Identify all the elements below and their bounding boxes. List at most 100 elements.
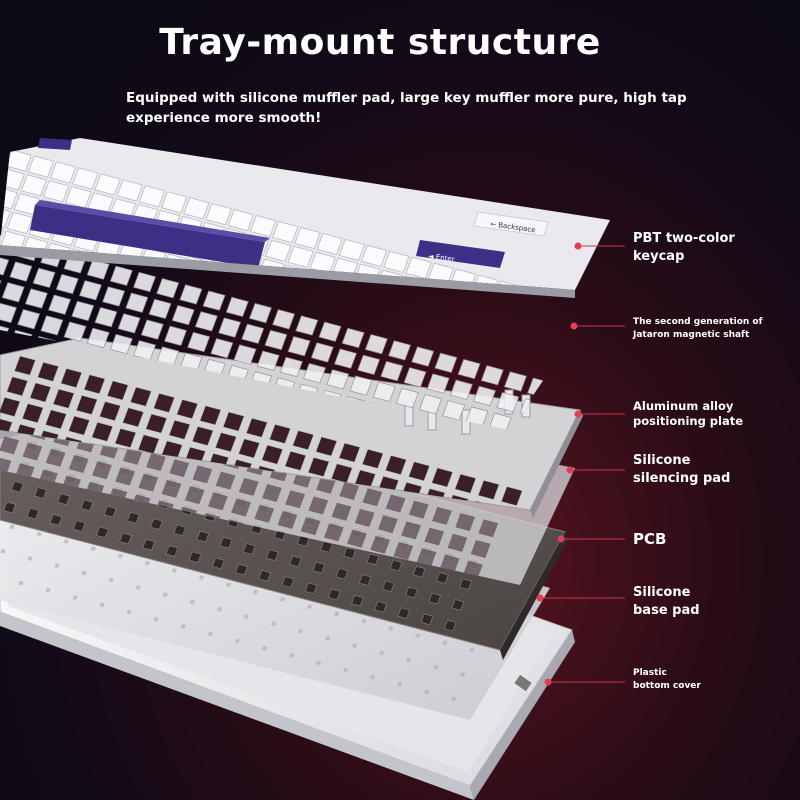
keycap <box>385 314 410 335</box>
base-pad-dot <box>297 628 304 634</box>
enter-keycap <box>416 240 505 268</box>
silencing-pad-hole <box>385 494 406 513</box>
switch-housing <box>295 315 319 336</box>
base-pad-dot <box>189 599 195 605</box>
spacebar-keycap <box>30 205 265 268</box>
base-pad-dot <box>262 726 267 731</box>
base-pad-dot <box>126 690 132 695</box>
pcb-switch-pad <box>165 545 179 557</box>
pcb-switch-pad <box>258 570 272 582</box>
switch-housing <box>434 352 458 373</box>
switch-housing <box>372 381 396 402</box>
layer-label-silencing-pad: Silicone silencing pad <box>633 453 731 486</box>
pcb-switch-pad <box>335 568 349 580</box>
silencing-pad-hole <box>285 490 305 509</box>
base-pad-dot <box>451 696 457 702</box>
plate-cutout <box>21 403 44 424</box>
layer-label-pcb: PCB <box>633 530 667 548</box>
pcb-switch-pad <box>173 524 186 537</box>
pcb-switch-pad <box>26 507 40 520</box>
plate-cutout <box>315 436 338 457</box>
plate-cutout <box>0 396 21 417</box>
switch-housing <box>117 313 141 334</box>
silencing-pad-hole <box>208 492 228 511</box>
keycap <box>532 312 557 333</box>
keycap <box>316 232 343 256</box>
keycap <box>361 244 388 267</box>
pcb-switch-pad <box>142 538 156 551</box>
base-pad-dot <box>36 531 42 537</box>
silencing-pad-hole <box>362 488 383 507</box>
base-pad-dot <box>442 640 448 646</box>
pcb-switch-pad <box>235 563 248 576</box>
switch-housing <box>241 323 265 344</box>
keycap <box>474 337 499 358</box>
silencing-pad-hole <box>254 504 275 523</box>
base-pad-dot <box>198 575 205 580</box>
pcb-switch-pad <box>72 520 86 532</box>
switch-housing <box>419 394 442 415</box>
keycap <box>265 239 292 262</box>
switch-housing <box>9 261 33 282</box>
switch-housing <box>225 296 249 318</box>
keycap <box>383 250 410 273</box>
pcb-switch-pad <box>327 588 341 601</box>
plate-cutout <box>454 473 477 494</box>
silencing-pad-hole <box>161 479 182 498</box>
keycap <box>318 296 343 317</box>
switch-housing <box>310 342 334 363</box>
pcb-switch-pad <box>289 555 302 568</box>
plate-cutout <box>284 450 307 471</box>
plate-cutout <box>106 380 129 401</box>
keycap <box>548 337 573 358</box>
switch-housing <box>86 327 110 348</box>
base-pad-dot <box>135 585 141 590</box>
keycap <box>72 167 99 190</box>
base-pad-dot <box>180 704 186 710</box>
switch-housing <box>17 309 41 330</box>
switch-housing <box>55 273 79 295</box>
plate-cutout <box>91 421 114 442</box>
base-pad-dot <box>18 580 24 586</box>
silencing-pad-hole <box>455 513 475 532</box>
switch-housing <box>303 362 327 384</box>
switch-housing <box>109 333 133 355</box>
base-pad-dot <box>126 609 132 615</box>
pcb-switch-pad <box>119 532 132 545</box>
switch-housing <box>0 323 10 344</box>
silencing-pad-hole <box>393 542 414 561</box>
base-pad-dot <box>334 611 340 617</box>
silencing-pad-hole <box>22 442 43 461</box>
pcb-switch-pad <box>196 530 210 543</box>
keycap <box>503 325 528 346</box>
plate-cutout <box>222 411 245 432</box>
enter-legend: ◄ Enter <box>428 252 455 264</box>
switch-housing <box>32 267 56 288</box>
base-pad-dot <box>99 602 105 608</box>
silencing-pad-hole <box>439 554 460 573</box>
plate-cutout <box>153 392 175 413</box>
base-pad-dot <box>352 643 358 648</box>
switch-housing <box>9 329 33 351</box>
base-pad-dot <box>288 653 295 658</box>
base-pad-dot <box>153 697 159 703</box>
switch-housing <box>527 377 551 398</box>
keycap <box>562 299 587 320</box>
page-subtitle: Equipped with silicone muffler pad, larg… <box>126 90 687 126</box>
keycap <box>429 326 454 347</box>
pcb-switch-pad <box>126 512 140 524</box>
plate-cutout <box>6 376 29 397</box>
silencing-pad-hole <box>277 510 298 529</box>
pcb-switch-pad <box>412 565 426 578</box>
pcb-switch-pad <box>3 501 16 514</box>
pcb-switch-pad <box>381 580 395 592</box>
base-pad-dot <box>171 567 178 573</box>
pcb-switch-pad <box>443 619 457 632</box>
silencing-pad-hole <box>68 455 89 473</box>
base-pad-dot <box>315 660 322 666</box>
silencing-pad-hole <box>470 540 491 558</box>
switch-housing <box>457 358 481 380</box>
keycap <box>295 289 322 290</box>
switch-housing <box>40 315 64 336</box>
